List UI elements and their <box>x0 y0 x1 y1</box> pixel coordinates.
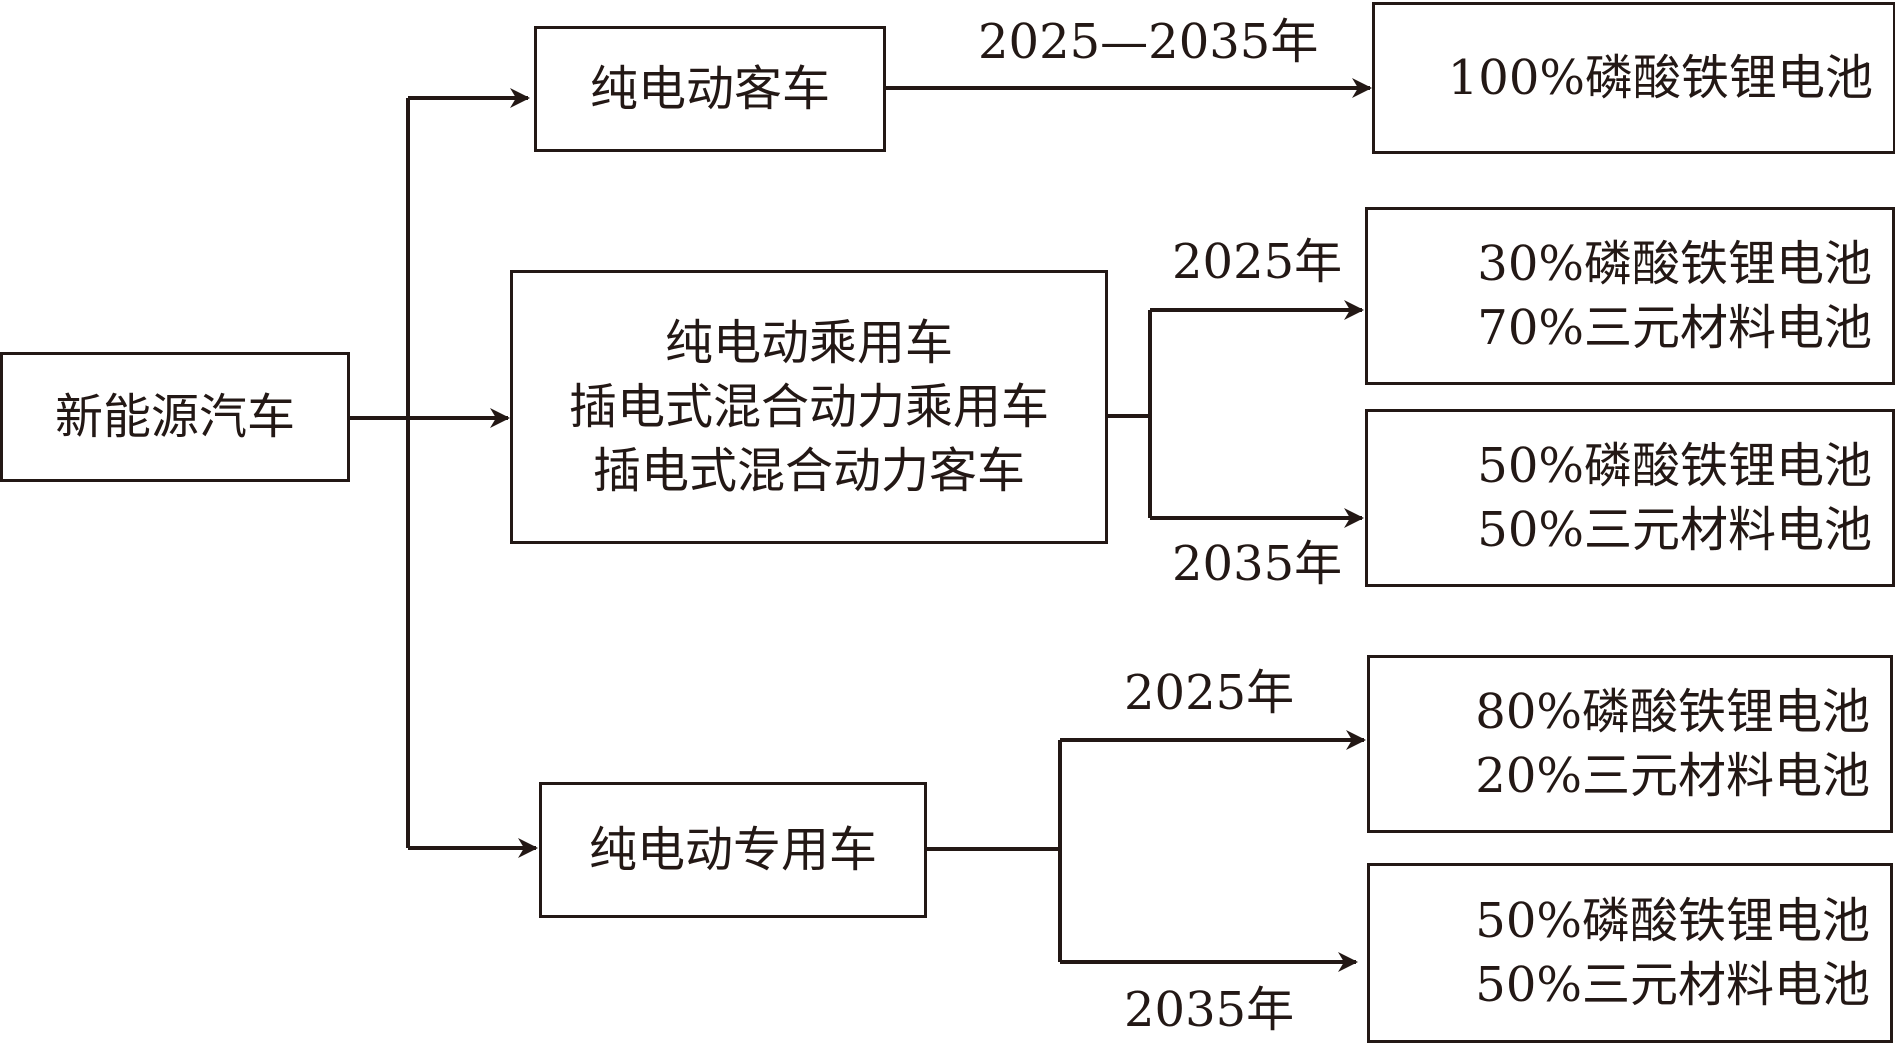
outcome-line: 30%磷酸铁锂电池 <box>1477 236 1872 292</box>
outcome-box-bus: 100%磷酸铁锂电池 <box>1372 2 1895 154</box>
passenger-category-box: 纯电动乘用车 插电式混合动力乘用车 插电式混合动力客车 <box>510 270 1108 544</box>
bus-category-label: 纯电动客车 <box>589 61 830 117</box>
outcome-line: 100%磷酸铁锂电池 <box>1447 50 1873 106</box>
outcome-box-special-2035: 50%磷酸铁锂电池 50%三元材料电池 <box>1367 863 1893 1043</box>
passenger-category-line: 插电式混合动力乘用车 <box>568 379 1049 435</box>
outcome-line: 80%磷酸铁锂电池 <box>1475 684 1870 740</box>
period-label-special-2035: 2035年 <box>1124 982 1295 1038</box>
outcome-line: 20%三元材料电池 <box>1475 748 1870 804</box>
period-label-passenger-2035: 2035年 <box>1172 536 1343 592</box>
bus-category-box: 纯电动客车 <box>534 26 886 152</box>
outcome-line: 50%三元材料电池 <box>1477 502 1872 558</box>
passenger-category-line: 插电式混合动力客车 <box>592 443 1025 499</box>
special-category-box: 纯电动专用车 <box>539 782 927 918</box>
root-node-label: 新能源汽车 <box>54 389 295 445</box>
passenger-category-line: 纯电动乘用车 <box>664 315 953 371</box>
outcome-line: 50%磷酸铁锂电池 <box>1477 438 1872 494</box>
root-node-box: 新能源汽车 <box>0 352 350 482</box>
outcome-line: 50%三元材料电池 <box>1475 957 1870 1013</box>
outcome-line: 70%三元材料电池 <box>1477 300 1872 356</box>
outcome-line: 50%磷酸铁锂电池 <box>1475 893 1870 949</box>
special-category-label: 纯电动专用车 <box>588 822 877 878</box>
outcome-box-special-2025: 80%磷酸铁锂电池 20%三元材料电池 <box>1367 655 1893 833</box>
outcome-box-passenger-2035: 50%磷酸铁锂电池 50%三元材料电池 <box>1365 409 1895 587</box>
period-label-special-2025: 2025年 <box>1124 665 1295 721</box>
outcome-box-passenger-2025: 30%磷酸铁锂电池 70%三元材料电池 <box>1365 207 1895 385</box>
period-label-bus: 2025—2035年 <box>978 14 1319 70</box>
period-label-passenger-2025: 2025年 <box>1172 234 1343 290</box>
